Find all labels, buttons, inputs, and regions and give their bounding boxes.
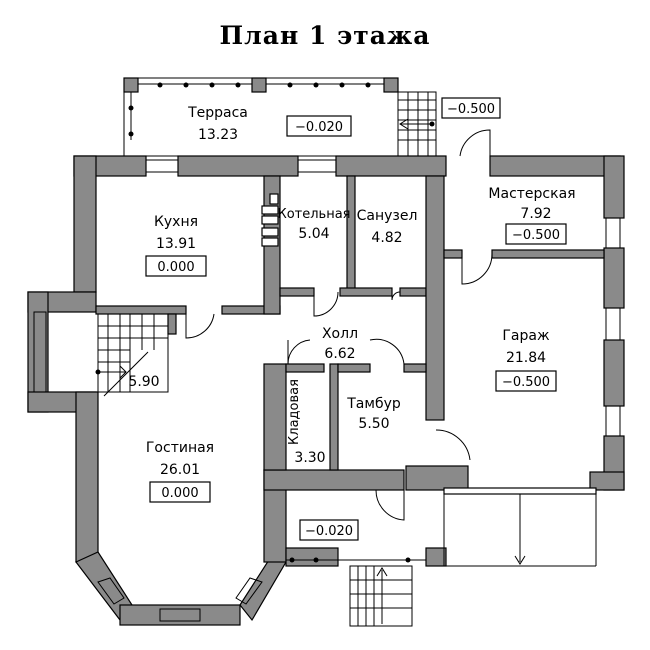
- stair-area: 5.90: [128, 374, 159, 390]
- terrace-stair-level-box: [441, 97, 501, 119]
- hall-name: Холл: [322, 326, 358, 342]
- pantry-area: 3.30: [294, 450, 325, 466]
- terrace-name: Терраса: [187, 105, 248, 121]
- garage-level-box: [495, 370, 557, 392]
- workshop-level-box: [505, 223, 567, 245]
- porch-level-box: [299, 519, 359, 541]
- kitchen-name: Кухня: [154, 214, 198, 230]
- kitchen-level: 0.000: [157, 260, 194, 275]
- pantry-name: Кладовая: [287, 379, 302, 445]
- living-name: Гостиная: [146, 440, 214, 456]
- vestibule-area: 5.50: [358, 416, 389, 432]
- living-area: 26.01: [160, 462, 200, 478]
- garage-area: 21.84: [506, 350, 546, 366]
- boiler-name: Котельная: [277, 207, 350, 222]
- terrace-stair-level: −0.500: [447, 102, 495, 117]
- plan-title: План 1 этажа: [220, 21, 431, 50]
- terrace-stairs: [397, 91, 437, 157]
- terrace-level-box: [286, 115, 352, 137]
- living-level-box: [149, 481, 211, 503]
- garage-name: Гараж: [502, 328, 550, 344]
- terrace-level: −0.020: [295, 120, 343, 135]
- porch-level: −0.020: [305, 524, 353, 539]
- workshop-area: 7.92: [520, 206, 551, 222]
- workshop-name: Мастерская: [488, 186, 575, 202]
- interior-stairs: [95, 313, 169, 397]
- workshop-level: −0.500: [512, 228, 560, 243]
- hall-area: 6.62: [324, 346, 355, 362]
- room-labels: Терраса 13.23 −0.020 −0.500 Кухня 13.91 …: [128, 97, 576, 541]
- terrace-area: 13.23: [198, 127, 238, 143]
- garage-door: [443, 487, 597, 567]
- kitchen-area: 13.91: [156, 236, 196, 252]
- windows: [33, 159, 621, 622]
- kitchen-level-box: [145, 255, 207, 277]
- terrace-outline: [123, 77, 399, 157]
- bathroom-area: 4.82: [371, 230, 402, 246]
- garage-level: −0.500: [502, 375, 550, 390]
- bathroom-name: Санузел: [357, 208, 418, 224]
- living-level: 0.000: [161, 486, 198, 501]
- boiler-fixtures: [261, 193, 279, 247]
- vestibule-name: Тамбур: [346, 396, 401, 412]
- boiler-area: 5.04: [298, 226, 329, 242]
- porch: [286, 557, 426, 627]
- exterior-walls: [27, 155, 625, 626]
- doors: [185, 129, 493, 521]
